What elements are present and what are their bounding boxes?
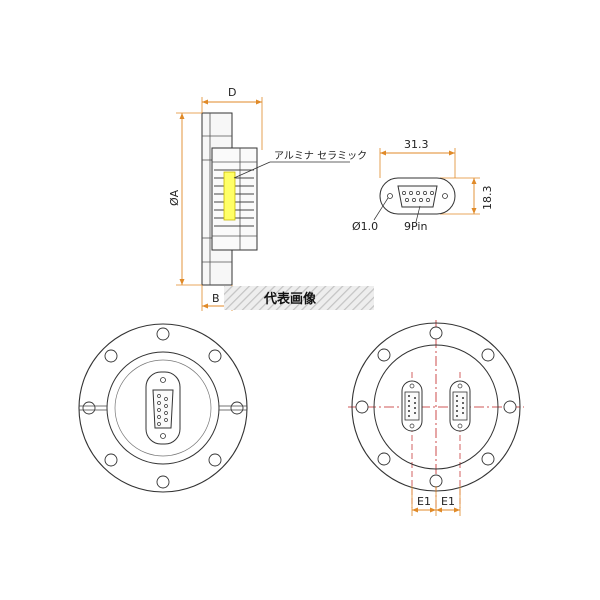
- ceramic-insulator: [223, 171, 236, 221]
- front-view-single: [78, 323, 248, 493]
- dim-E1-right-label: E1: [441, 495, 455, 508]
- front-view-double: E1 E1: [348, 320, 524, 516]
- dim-D-label: D: [228, 86, 236, 99]
- bolt-holes-2: [355, 326, 517, 488]
- side-view: アルミナ セラミック D ØA B: [168, 86, 367, 311]
- pins-label: 9Pin: [404, 220, 427, 233]
- material-label: アルミナ セラミック: [274, 150, 367, 162]
- flange-inner: [106, 351, 220, 465]
- connector-detail: 31.3 18.3 Ø1.0 9Pin: [352, 138, 494, 233]
- bolt-holes: [82, 327, 244, 489]
- dim-B-label: B: [212, 292, 220, 305]
- dim-height-label: 18.3: [481, 186, 494, 211]
- mount-hole-left: [387, 193, 393, 199]
- dim-A-label: ØA: [168, 189, 181, 206]
- representative-image-banner: 代表画像: [224, 286, 374, 310]
- flange-seat: [114, 359, 212, 457]
- dim-width-label: 31.3: [404, 138, 429, 151]
- banner-label: 代表画像: [263, 291, 317, 307]
- dim-E1-left-label: E1: [417, 495, 431, 508]
- dsub-shell: [397, 185, 438, 208]
- flange2-inner: [373, 344, 499, 470]
- material-leader: [233, 161, 271, 179]
- dsub-pins: [402, 191, 434, 202]
- mount-hole-right: [442, 193, 448, 199]
- hole-label: Ø1.0: [352, 220, 378, 233]
